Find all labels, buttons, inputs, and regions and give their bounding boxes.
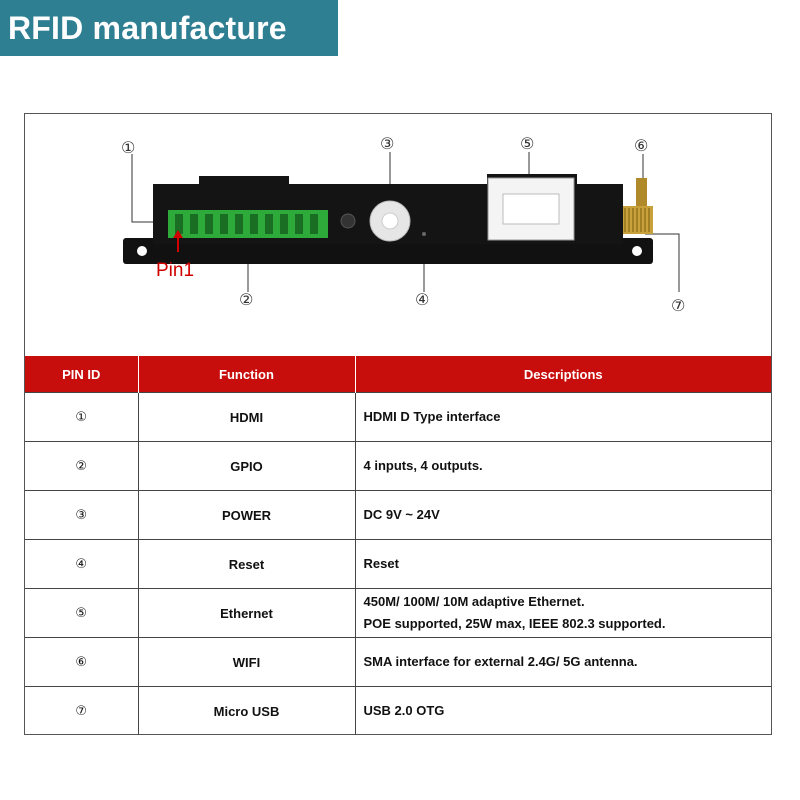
banner-title: RFID manufacture [8, 10, 287, 46]
description-cell: USB 2.0 OTG [355, 686, 771, 735]
pin-id-cell: ⑥ [25, 637, 139, 687]
callout-3: ③ [380, 134, 395, 153]
reset-hole [422, 232, 426, 236]
description-cell: Reset [355, 539, 771, 589]
description-line: SMA interface for external 2.4G/ 5G ante… [363, 654, 638, 669]
table-row: ③ POWER DC 9V ~ 24V [25, 490, 771, 540]
description-line: USB 2.0 OTG [363, 703, 445, 718]
callout-7: ⑦ [671, 296, 686, 315]
description-cell: SMA interface for external 2.4G/ 5G ante… [355, 637, 771, 687]
description-line: DC 9V ~ 24V [363, 507, 440, 522]
table-row: ⑤ Ethernet 450M/ 100M/ 10M adaptive Ethe… [25, 588, 771, 638]
description-cell: DC 9V ~ 24V [355, 490, 771, 540]
description-line: POE supported, 25W max, IEEE 802.3 suppo… [363, 616, 666, 631]
function-cell: Ethernet [138, 588, 356, 638]
function-cell: WIFI [138, 637, 356, 687]
description-line: HDMI D Type interface [363, 409, 501, 424]
function-cell: GPIO [138, 441, 356, 491]
callout-5: ⑤ [520, 134, 535, 153]
function-cell: Reset [138, 539, 356, 589]
table-row: ① HDMI HDMI D Type interface [25, 392, 771, 442]
callout-2: ② [239, 290, 254, 309]
callout-1: ① [121, 138, 136, 157]
pin-id-cell: ② [25, 441, 139, 491]
leader-line-7 [645, 233, 680, 292]
pin1-label: Pin1 [156, 260, 195, 281]
title-banner: RFID manufacture [0, 0, 338, 56]
pin-id-cell: ① [25, 392, 139, 442]
callout-6: ⑥ [634, 136, 649, 155]
callout-4: ④ [415, 290, 430, 309]
device-diagram: ① ② ③ ④ ⑤ ⑥ ⑦ Pin1 [25, 114, 771, 356]
device-illustration [123, 152, 680, 292]
sma-antenna-connector [623, 178, 653, 234]
spec-panel: ① ② ③ ④ ⑤ ⑥ ⑦ Pin1 PIN ID Function Descr… [24, 113, 772, 735]
description-cell: 4 inputs, 4 outputs. [355, 441, 771, 491]
description-line: 4 inputs, 4 outputs. [363, 458, 483, 473]
pin-id-cell: ④ [25, 539, 139, 589]
table-header-row: PIN ID Function Descriptions [25, 356, 771, 393]
pin-spec-table: PIN ID Function Descriptions ① HDMI HDMI… [25, 356, 771, 735]
table-row: ② GPIO 4 inputs, 4 outputs. [25, 441, 771, 491]
header-descriptions: Descriptions [355, 356, 771, 393]
pin1-arrow-icon [173, 230, 183, 252]
pin-id-cell: ⑦ [25, 686, 139, 735]
hdmi-port [340, 213, 356, 229]
header-function: Function [138, 356, 356, 393]
function-cell: Micro USB [138, 686, 356, 735]
description-line: 450M/ 100M/ 10M adaptive Ethernet. [363, 594, 585, 609]
table-row: ⑦ Micro USB USB 2.0 OTG [25, 686, 771, 735]
function-cell: POWER [138, 490, 356, 540]
pin-id-cell: ③ [25, 490, 139, 540]
description-cell: HDMI D Type interface [355, 392, 771, 442]
function-cell: HDMI [138, 392, 356, 442]
description-line: Reset [363, 556, 399, 571]
table-row: ⑥ WIFI SMA interface for external 2.4G/ … [25, 637, 771, 687]
pin-id-cell: ⑤ [25, 588, 139, 638]
description-cell: 450M/ 100M/ 10M adaptive Ethernet. POE s… [355, 588, 771, 638]
gpio-terminal-block [168, 210, 328, 238]
table-row: ④ Reset Reset [25, 539, 771, 589]
header-pin-id: PIN ID [25, 356, 139, 393]
